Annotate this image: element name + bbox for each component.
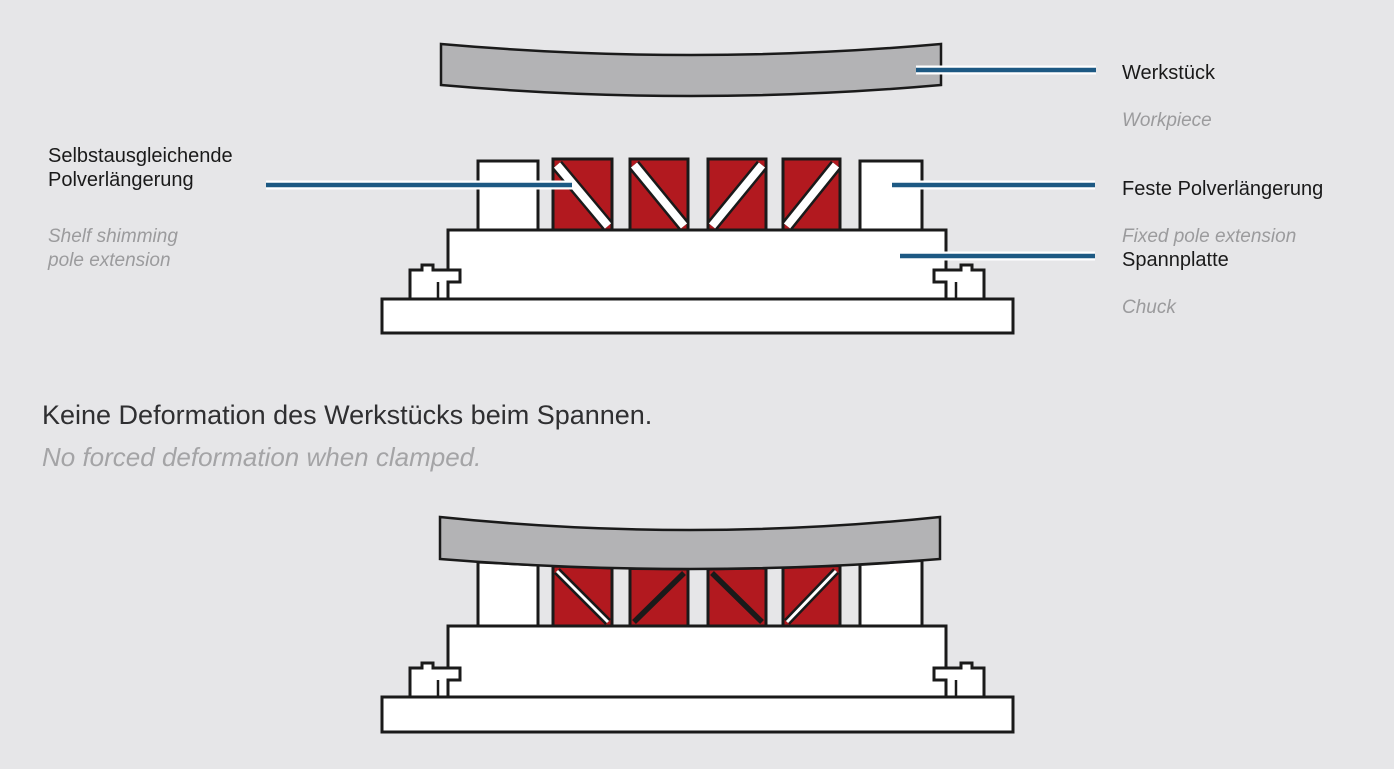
diagram-bottom-clamped bbox=[380, 515, 1015, 734]
chuck-bottom-shape bbox=[446, 624, 948, 699]
side-clamp-right-top bbox=[932, 263, 986, 301]
shim-stripe bbox=[710, 571, 764, 624]
fixed-pole-left-top bbox=[476, 159, 540, 232]
shim-stripe bbox=[553, 162, 612, 229]
label-shim-pole: Selbstausgleichende Polverlängerung Shel… bbox=[48, 126, 233, 291]
fixed-pole-left-bottom bbox=[476, 560, 540, 628]
shim-pole-4-top bbox=[781, 157, 842, 232]
shim-stripe bbox=[783, 162, 840, 229]
shim-pole-1-top bbox=[551, 157, 614, 232]
shim-pole-1-bottom bbox=[551, 564, 614, 628]
diagram-top-unclamped bbox=[380, 42, 1015, 335]
label-workpiece: Werkstück Workpiece bbox=[1122, 40, 1215, 154]
shim-pole-3-bottom bbox=[706, 566, 768, 628]
shim-pole-2-bottom bbox=[628, 566, 690, 628]
shim-pole-3-top bbox=[706, 157, 768, 232]
label-shim-pole-de: Selbstausgleichende Polverlängerung bbox=[48, 145, 233, 191]
shim-stripe bbox=[632, 571, 686, 624]
label-chuck-de: Spannplatte bbox=[1122, 249, 1229, 271]
label-fixed-pole-de: Feste Polverlängerung bbox=[1122, 178, 1324, 200]
fixed-pole-right-top bbox=[858, 159, 924, 232]
label-workpiece-de: Werkstück bbox=[1122, 62, 1215, 84]
shim-stripe bbox=[708, 162, 766, 229]
chuck-top-shape bbox=[446, 228, 948, 301]
workpiece-bottom-shape bbox=[438, 515, 942, 571]
label-workpiece-en: Workpiece bbox=[1122, 110, 1212, 131]
shim-stripe bbox=[630, 162, 688, 229]
caption-en: No forced deformation when clamped. bbox=[42, 442, 482, 472]
label-chuck: Spannplatte Chuck bbox=[1122, 227, 1229, 341]
workpiece-top-shape bbox=[439, 42, 943, 98]
base-plate-bottom bbox=[380, 695, 1015, 734]
side-clamp-right-bottom bbox=[932, 661, 986, 699]
shim-pole-4-bottom bbox=[781, 563, 842, 628]
shim-stripe bbox=[555, 569, 610, 624]
base-plate-top bbox=[380, 297, 1015, 335]
label-fixed-pole-en: Fixed pole extension bbox=[1122, 226, 1297, 247]
label-chuck-en: Chuck bbox=[1122, 297, 1176, 318]
shim-stripe bbox=[785, 569, 838, 624]
caption: Keine Deformation des Werkstücks beim Sp… bbox=[42, 399, 652, 473]
caption-de: Keine Deformation des Werkstücks beim Sp… bbox=[42, 400, 653, 430]
label-shim-pole-en: Shelf shimming pole extension bbox=[48, 226, 178, 271]
leader-lines bbox=[266, 65, 1096, 261]
shim-pole-2-top bbox=[628, 157, 690, 232]
side-clamp-left-top bbox=[408, 263, 462, 301]
side-clamp-left-bottom bbox=[408, 661, 462, 699]
fixed-pole-right-bottom bbox=[858, 558, 924, 628]
label-fixed-pole: Feste Polverlängerung Fixed pole extensi… bbox=[1122, 156, 1323, 270]
